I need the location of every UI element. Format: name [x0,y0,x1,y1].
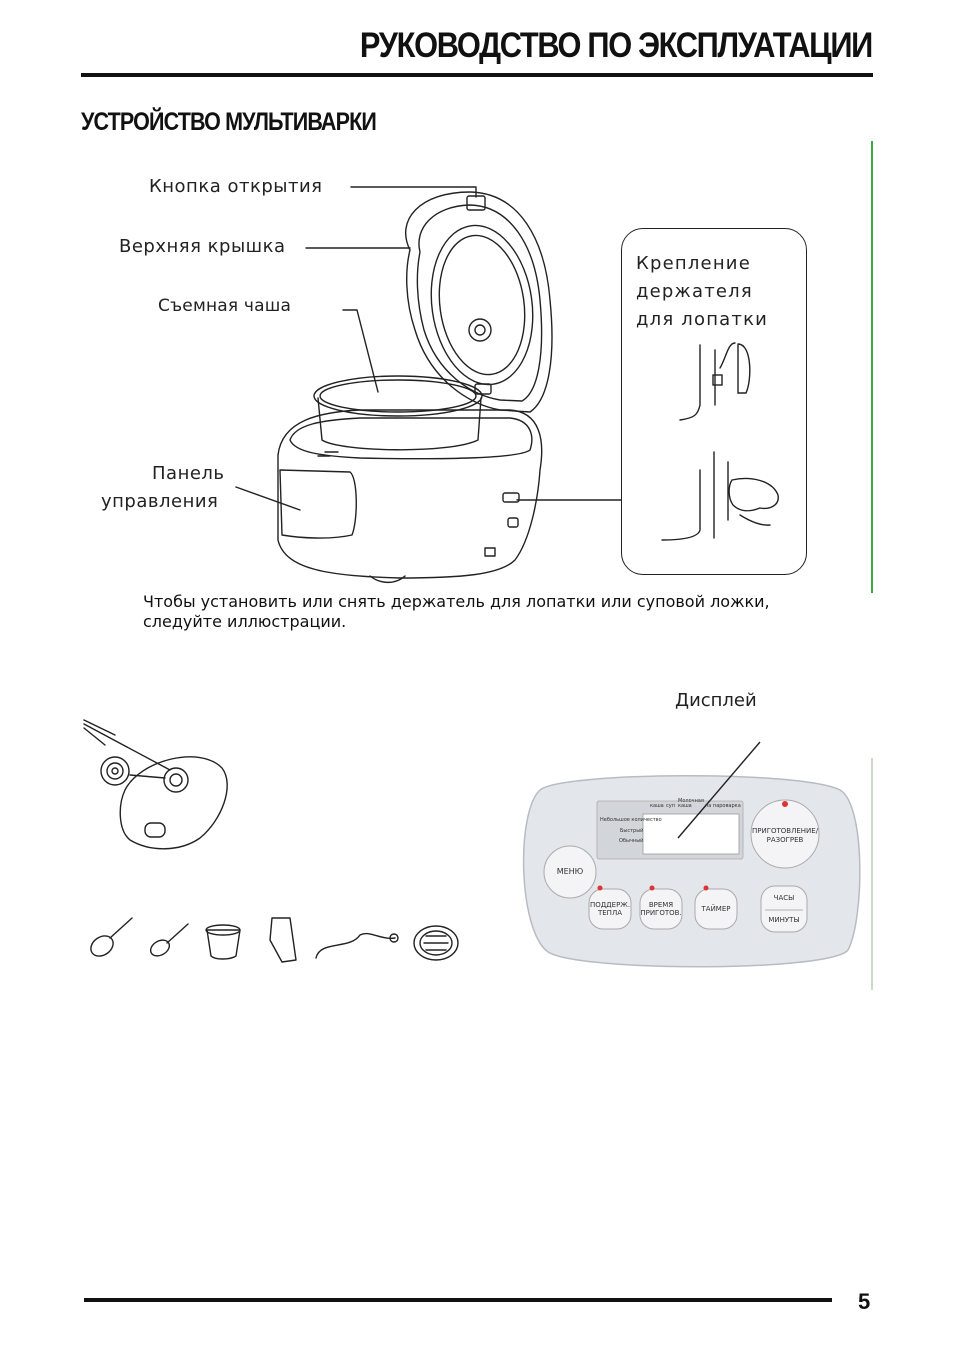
removable-bowl-label: Съемная чаша [158,296,292,316]
bowl-drawing [313,375,492,457]
steam-tray-icon [412,924,460,964]
cook-time-line1: ВРЕМЯ [648,901,674,909]
section-title: УСТРОЙСТВО МУЛЬТИВАРКИ [81,108,377,136]
open-button-label: Кнопка открытия [149,176,323,197]
control-panel-drawing [522,741,861,968]
cook-reheat-line2: РАЗОГРЕВ [766,836,804,844]
small-accessories-drawing [90,917,459,963]
instruction-text: Чтобы установить или снять держатель для… [143,592,770,631]
body-drawing [277,409,543,584]
mode-fast: Быстрый [620,828,644,834]
spatula-holder-icon [266,914,300,966]
top-lid-label: Верхняя крышка [119,236,286,257]
page-header: РУКОВОДСТВО ПО ЭКСПЛУАТАЦИИ [359,26,873,65]
measuring-cup-icon [204,922,244,962]
lcd-display [643,814,739,854]
mode-milk-porridge: Молочная каша [678,798,704,809]
keep-warm-line1: ПОДДЕРЖ. [589,901,631,909]
mode-normal: Обычный [619,838,644,844]
mode-kasha: каша [650,803,664,809]
control-panel-label-line2: управления [101,491,219,512]
mode-soup: суп [666,803,675,809]
side-rule [871,758,873,990]
spoon-icon [88,916,134,964]
footer-rule [84,1298,832,1302]
cook-time-button[interactable]: ВРЕМЯ ПРИГОТОВ. [640,901,682,917]
cook-time-line2: ПРИГОТОВ. [640,909,682,917]
mode-steam: на пароварка [705,803,741,809]
header-rule [81,73,873,77]
holder-inset-line2: держателя [636,281,753,302]
control-panel-label-line1: Панель [152,463,225,484]
page-number: 5 [858,1289,871,1314]
keep-warm-line2: ТЕПЛА [597,909,622,917]
soup-ladle-icon [146,918,192,962]
accessories-drawing [83,719,228,850]
mode-small-amount: Небольшое количество [600,817,662,823]
holder-inset-caption: Крепление держателя для лопатки [636,250,768,334]
display-label: Дисплей [675,690,757,711]
power-cord-icon [312,926,402,962]
cook-reheat-button[interactable]: ПРИГОТОВЛЕНИЕ/ РАЗОГРЕВ [752,827,818,845]
lid-drawing [405,191,553,413]
minutes-button[interactable]: МИНУТЫ [768,916,800,924]
menu-button[interactable]: МЕНЮ [556,867,584,876]
cook-reheat-line1: ПРИГОТОВЛЕНИЕ/ [752,827,819,835]
holder-inset-line3: для лопатки [636,309,769,330]
accent-rule [871,141,873,593]
holder-inset-line1: Крепление [636,253,751,274]
keep-warm-button[interactable]: ПОДДЕРЖ. ТЕПЛА [589,901,631,917]
timer-button[interactable]: ТАЙМЕР [701,905,731,913]
valve-icon [84,720,234,855]
hours-button[interactable]: ЧАСЫ [773,894,795,902]
